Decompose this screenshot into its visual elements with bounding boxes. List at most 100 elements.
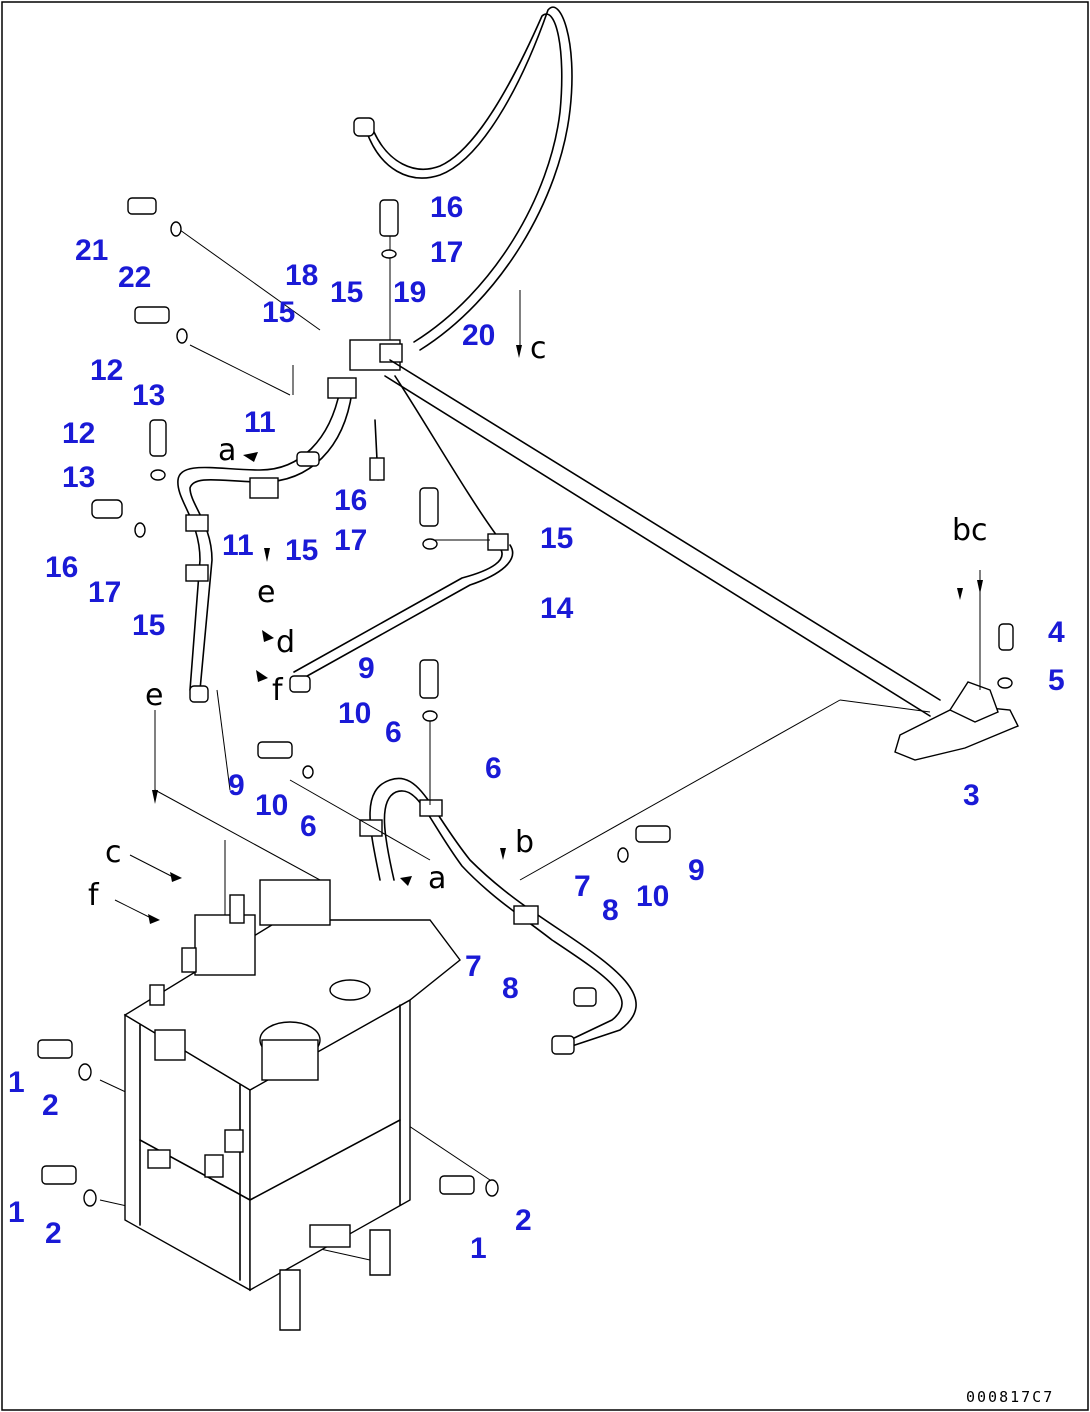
bolt-1-lower [41,1165,77,1185]
callout-10-left: 10 [255,789,288,822]
valve-unit [123,879,461,1331]
bolt-1-upper [37,1039,73,1059]
mid-hose-loop-inner [383,790,623,1041]
connection-letter-f-mid: f [272,673,284,708]
leader-10-left [289,779,431,861]
bolt-near-a [296,451,320,467]
bolt-16-top [379,199,399,237]
callout-1-right: 1 [470,1232,487,1265]
callout-2-lower: 2 [45,1217,62,1250]
washer-17-left [134,522,146,538]
washer-17-top [381,249,397,259]
unit-shelf [139,1119,401,1201]
leader-22 [179,229,321,331]
leader-9-left [216,689,231,791]
bolt-9-mid [419,659,439,699]
callout-15-a: 15 [330,276,363,309]
callout-10-right: 10 [636,880,669,913]
tube-14-inner [293,547,503,673]
clamp-6-left [359,819,383,837]
callout-11-upper: 11 [244,406,276,439]
arrow-bc [977,580,983,594]
callout-10-mid: 10 [338,697,371,730]
tube-to-clamp-15 [394,375,501,541]
arrow-d [262,630,274,642]
connection-letter-bc: bc [952,513,988,548]
washer-2-upper [78,1063,92,1081]
arrow-a-lower [400,876,412,886]
hose-end-fitting-top [353,117,375,137]
connection-letter-a-lower: a [428,861,446,896]
leader-b [519,699,841,881]
arrow-a-top [243,452,258,462]
clamp-15-left [185,514,209,532]
filter-body [261,1039,319,1081]
clamp-15-lower [185,564,209,582]
washer-10-left [302,765,314,779]
leader-b-end [839,699,931,713]
callout-16-mid: 16 [334,484,367,517]
callout-7-a: 7 [574,870,591,903]
arrow-f-shaft [114,899,156,921]
unit-foot-right [369,1229,391,1276]
pipe-stub-c [149,984,165,1006]
clamp-6-right [419,799,443,817]
clamp-7-8 [513,905,539,925]
callout-6-c: 6 [300,810,317,843]
callout-12-upper: 12 [90,354,123,387]
callout-9-right: 9 [688,854,705,887]
arrow-c-shaft [129,854,176,879]
callout-18: 18 [285,259,318,292]
port-cap [329,979,371,1001]
washer-13-upper [176,328,188,344]
long-tube-lower [384,375,931,717]
line-art [37,6,1019,1331]
arrow-f-mid [256,670,268,682]
callout-15-c: 15 [285,534,318,567]
hose-end-bottom-a [551,1035,575,1055]
callout-1-upper: 1 [8,1066,25,1099]
connection-letter-a-top: a [218,433,236,468]
callout-9-mid: 9 [358,652,375,685]
callout-15-d: 15 [540,522,573,555]
hose-end-bottom-b [573,987,597,1007]
callout-2-upper: 2 [42,1089,59,1122]
callout-11-lower: 11 [222,529,254,562]
tube-14-end [289,675,311,693]
upper-hose [365,6,573,351]
clamp-11-lower [249,477,279,499]
callout-13-lower: 13 [62,461,95,494]
bracket-3-riser [948,681,999,723]
connection-letter-f-lower: f [88,878,100,913]
valve-body [259,879,331,926]
callout-14: 14 [540,592,574,625]
bottom-bracket [309,1224,351,1248]
callout-15-e: 15 [132,609,165,642]
bolt-1-right [439,1175,475,1195]
bolt-12-lower [149,419,167,457]
pipe-stub-a [229,894,245,924]
callout-8-b: 8 [502,972,519,1005]
washer-13-lower [150,469,166,481]
arrow-c-lower [170,872,182,882]
washer-2-right [485,1179,499,1197]
connection-letter-e-mid: e [257,575,275,610]
callout-7-b: 7 [465,950,482,983]
callout-17-top: 17 [430,236,463,269]
callout-5: 5 [1048,664,1065,697]
bolt-12-upper [134,306,170,324]
bolt-9-right [635,825,671,843]
washer-17-mid [422,538,438,550]
tube-14 [299,544,514,681]
callout-21: 21 [75,234,108,267]
hose-end-left [189,685,209,703]
connection-letter-d: d [276,625,295,660]
bolt-16-mid [419,487,439,527]
clamp-15-right [487,533,509,551]
washer-10-mid [422,710,438,722]
fitting-low-c [147,1149,171,1169]
callout-6-b: 6 [485,752,502,785]
long-tube-upper [389,359,941,701]
